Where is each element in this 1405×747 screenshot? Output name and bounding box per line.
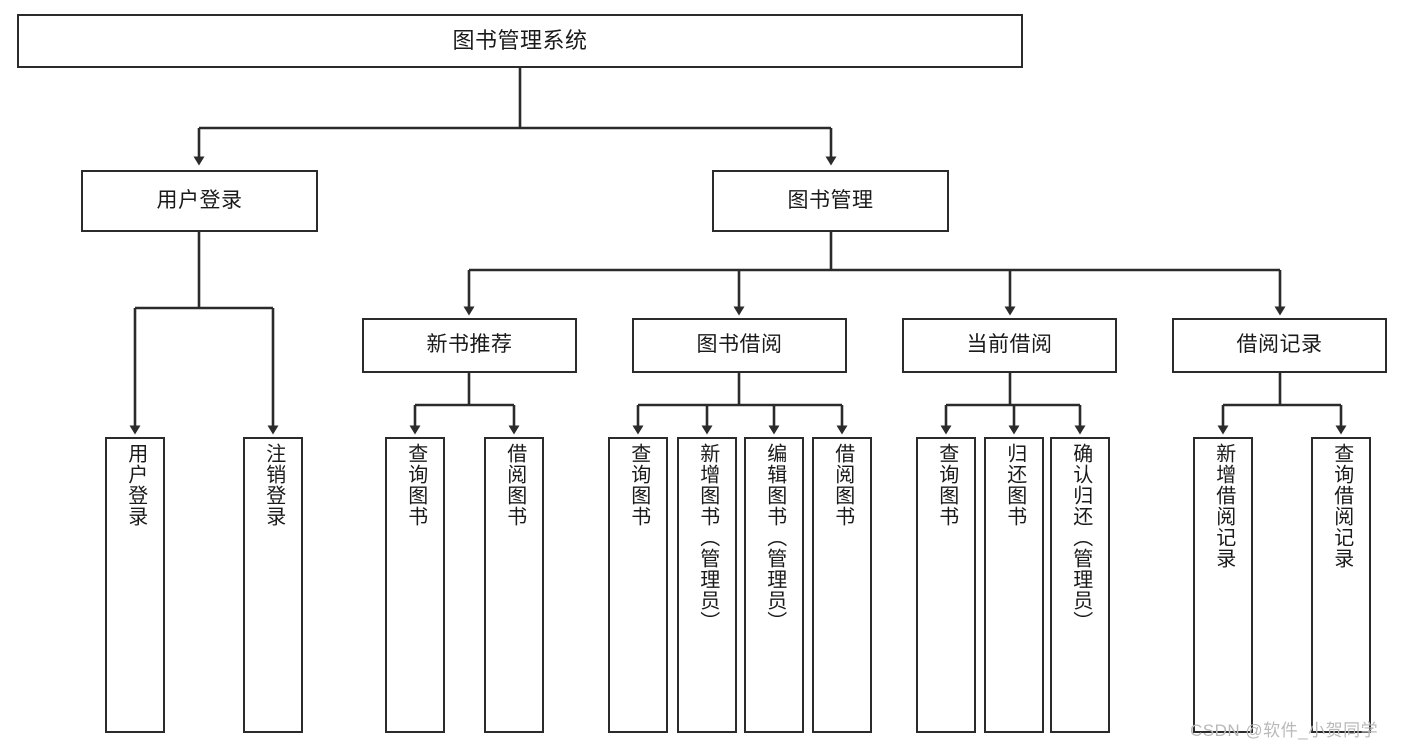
node-label: 查询图书 (404, 443, 427, 527)
csdn-watermark: CSDN @软件_小贺同学 (1190, 721, 1379, 740)
node-user-login[interactable]: 用户登录 (81, 170, 318, 232)
leaf-add-book-admin[interactable]: 新增图书（管理员） (677, 437, 737, 733)
node-label: 新书推荐 (426, 333, 513, 357)
leaf-borrow-book-newbook[interactable]: 借阅图书 (484, 437, 544, 733)
node-label: 借阅图书 (503, 443, 526, 527)
node-root-library-system[interactable]: 图书管理系统 (17, 14, 1023, 68)
leaf-edit-book-admin[interactable]: 编辑图书（管理员） (744, 437, 804, 733)
node-label: 查询图书 (935, 443, 958, 527)
leaf-user-login[interactable]: 用户登录 (105, 437, 165, 733)
node-label: 归还图书 (1003, 443, 1026, 527)
leaf-query-book-current[interactable]: 查询图书 (916, 437, 976, 733)
node-new-book-recommend[interactable]: 新书推荐 (362, 318, 577, 373)
leaf-borrow-book[interactable]: 借阅图书 (812, 437, 872, 733)
leaf-return-book[interactable]: 归还图书 (984, 437, 1044, 733)
node-label: 新增图书（管理员） (696, 443, 719, 632)
node-label: 用户登录 (124, 443, 147, 527)
node-label: 图书管理系统 (452, 28, 588, 54)
leaf-logout[interactable]: 注销登录 (243, 437, 303, 733)
node-label: 借阅记录 (1236, 333, 1323, 357)
node-label: 借阅图书 (831, 443, 854, 527)
node-label: 当前借阅 (966, 333, 1053, 357)
node-borrow-record[interactable]: 借阅记录 (1172, 318, 1387, 373)
node-label: 图书管理 (787, 188, 874, 212)
node-label: 注销登录 (262, 443, 285, 527)
node-book-borrow[interactable]: 图书借阅 (632, 318, 847, 373)
node-book-management[interactable]: 图书管理 (712, 170, 949, 232)
node-label: 查询图书 (627, 443, 650, 527)
leaf-query-borrow-record[interactable]: 查询借阅记录 (1311, 437, 1371, 733)
node-label: 确认归还（管理员） (1069, 443, 1092, 632)
leaf-query-book-borrow[interactable]: 查询图书 (608, 437, 668, 733)
node-current-borrow[interactable]: 当前借阅 (902, 318, 1117, 373)
leaf-add-borrow-record[interactable]: 新增借阅记录 (1193, 437, 1253, 733)
node-label: 图书借阅 (696, 333, 783, 357)
node-label: 编辑图书（管理员） (763, 443, 786, 632)
node-label: 查询借阅记录 (1330, 443, 1353, 569)
node-label: 用户登录 (156, 188, 243, 212)
node-label: 新增借阅记录 (1212, 443, 1235, 569)
leaf-query-book-newbook[interactable]: 查询图书 (385, 437, 445, 733)
leaf-confirm-return-admin[interactable]: 确认归还（管理员） (1050, 437, 1110, 733)
